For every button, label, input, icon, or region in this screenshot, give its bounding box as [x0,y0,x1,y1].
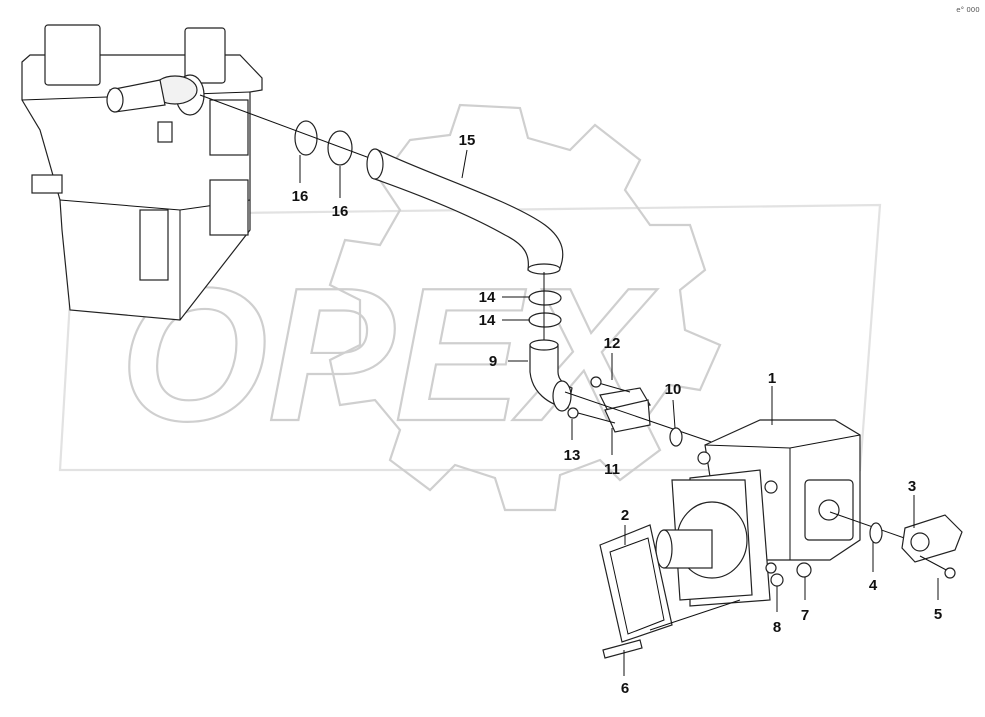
callout-15: 15 [459,132,476,149]
callout-8: 8 [773,619,781,636]
callout-4: 4 [869,577,878,594]
hose-clamp-16a [294,120,318,156]
callout-16a: 16 [292,188,309,205]
callout-13: 13 [564,447,581,464]
corner-mark: e° 000 [956,6,979,14]
bolt-5 [944,567,956,579]
callout-7: 7 [801,607,809,624]
o-ring-10 [669,427,683,447]
callout-16b: 16 [332,203,349,220]
callout-14a: 14 [479,289,496,306]
gasket-2 [599,524,673,643]
callout-5: 5 [934,606,942,623]
flange-half-11b [604,399,651,433]
callout-9: 9 [489,353,497,370]
callout-11: 11 [604,461,620,478]
callout-1: 1 [768,370,776,387]
callout-12: 12 [604,335,621,352]
hose-clamp-16b [327,130,353,166]
o-ring-4 [869,522,883,544]
bolt-13 [567,407,579,419]
callout-6: 6 [621,680,629,697]
flange-3 [901,514,963,563]
bolt-12 [590,376,602,388]
callout-labels: 1 2 3 4 5 6 7 8 9 10 11 12 13 14 14 15 1… [292,132,943,697]
leader-lines [299,149,939,676]
hydraulic-tank [21,24,263,321]
callout-14b: 14 [479,312,496,329]
dowel-pin-6 [602,639,643,659]
gear-pump-1 [655,419,861,607]
washer-7 [796,562,812,578]
washer-8 [770,573,784,587]
callout-10: 10 [665,381,682,398]
hose-clamp-14b [528,312,562,328]
hose-clamp-14a [528,290,562,306]
callout-3: 3 [908,478,916,495]
callout-2: 2 [621,507,629,524]
